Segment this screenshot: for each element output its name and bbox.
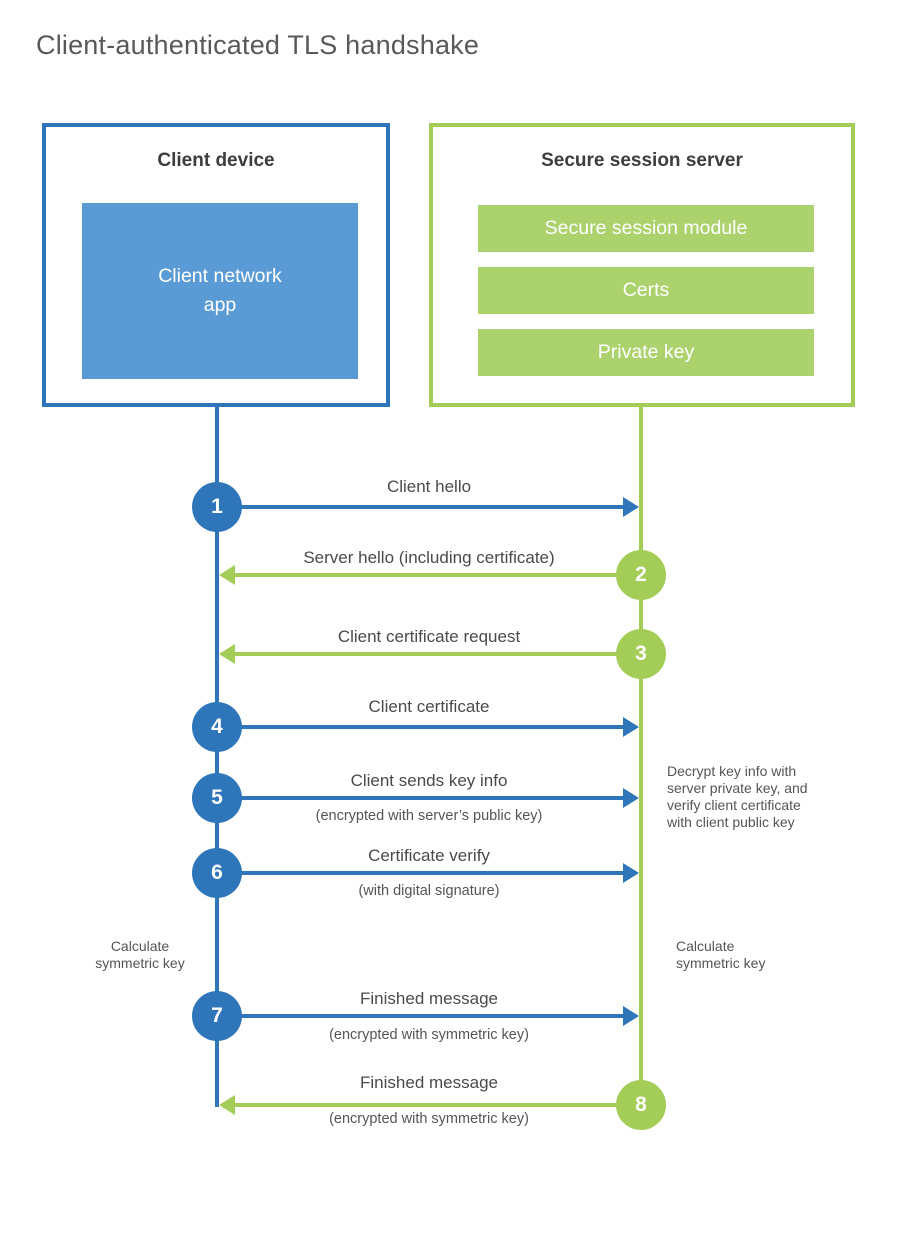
client-network-app-box: Client network app: [82, 203, 358, 379]
step-5-label: Client sends key info: [350, 771, 508, 790]
server-calculate-symmetric-key-note: Calculate symmetric key: [676, 938, 766, 971]
server-certs-bar: Certs: [478, 267, 814, 314]
step-5-sublabel: (encrypted with server’s public key): [315, 808, 543, 824]
step-6-arrow-right: [240, 863, 639, 883]
server-secure-session-module-bar: Secure session module: [478, 205, 814, 252]
server-box-title: Secure session server: [541, 150, 743, 171]
step-4-badge: 4: [192, 702, 242, 752]
step-6-sublabel: (with digital signature): [358, 883, 500, 899]
step-1-badge: 1: [192, 482, 242, 532]
step-5-badge: 5: [192, 773, 242, 823]
client-device-title: Client device: [157, 150, 275, 171]
client-lifeline: [215, 405, 219, 1107]
server-private-key-bar: Private key: [478, 329, 814, 376]
client-calculate-symmetric-key-note: Calculate symmetric key: [95, 938, 185, 971]
step-3-label: Client certificate request: [337, 627, 521, 646]
step-6-badge: 6: [192, 848, 242, 898]
step-8-badge: 8: [616, 1080, 666, 1130]
step-7-sublabel: (encrypted with symmetric key): [329, 1027, 529, 1043]
step-2-label: Server hello (including certificate): [303, 548, 555, 567]
client-device-box: Client device Client network app: [42, 123, 390, 407]
step-4-label: Client certificate: [368, 697, 490, 716]
step-8-arrow-left: [219, 1095, 618, 1115]
step-6-label: Certificate verify: [368, 846, 490, 865]
step-2-badge: 2: [616, 550, 666, 600]
step-7-arrow-right: [240, 1006, 639, 1026]
step-4-arrow-right: [240, 717, 639, 737]
step-1-arrow-right: [240, 497, 639, 517]
step-7-badge: 7: [192, 991, 242, 1041]
step-2-arrow-left: [219, 565, 618, 585]
step-1-label: Client hello: [386, 477, 472, 496]
server-lifeline: [639, 405, 643, 1105]
step-8-label: Finished message: [360, 1073, 498, 1092]
step-3-arrow-left: [219, 644, 618, 664]
diagram-title: Client-authenticated TLS handshake: [36, 30, 480, 60]
server-decrypt-note: Decrypt key info with server private key…: [667, 763, 808, 830]
step-5-arrow-right: [240, 788, 639, 808]
step-3-badge: 3: [616, 629, 666, 679]
step-8-sublabel: (encrypted with symmetric key): [329, 1111, 529, 1127]
server-box: Secure session server Secure session mod…: [429, 123, 855, 407]
step-7-label: Finished message: [360, 989, 498, 1008]
